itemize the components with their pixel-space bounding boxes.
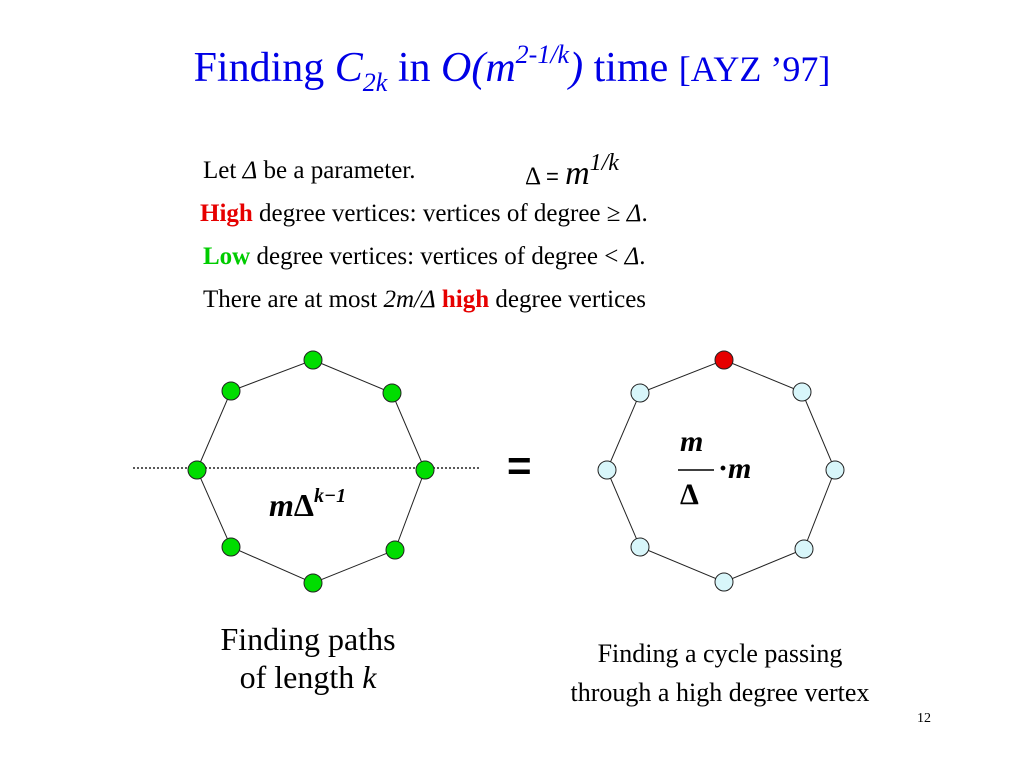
low-text: degree vertices: vertices of degree <	[250, 243, 625, 270]
right-caption-line1: Finding a cycle passing	[597, 639, 843, 668]
title-prefix: Finding	[193, 45, 335, 91]
left-node	[385, 540, 405, 560]
let-prefix: Let	[203, 157, 243, 184]
left-caption: Finding paths of length k	[193, 620, 423, 696]
eq-sign: =	[545, 164, 559, 189]
line-parameter: Let Δ be a parameter.	[203, 157, 416, 185]
title-c: C	[334, 45, 363, 91]
eq-m: m	[565, 155, 590, 192]
title-c-sub: 2k	[362, 68, 388, 97]
right-caption-line2: through a high degree vertex	[570, 678, 870, 707]
right-node	[825, 460, 845, 480]
right-node	[714, 572, 734, 592]
right-node	[792, 382, 812, 402]
let-suffix: be a parameter.	[257, 157, 416, 184]
left-formula: mΔk−1	[269, 485, 346, 524]
delta-equation: Δ = m1/k	[525, 150, 619, 193]
most-prefix: There are at most	[203, 286, 384, 313]
left-formula-delta: Δ	[293, 487, 314, 523]
most-suffix: degree vertices	[489, 286, 647, 313]
left-node	[221, 381, 241, 401]
page-number: 12	[917, 711, 931, 726]
numerator-m: m	[680, 425, 704, 458]
left-formula-exp: k−1	[313, 485, 347, 507]
low-delta: Δ	[624, 243, 640, 270]
right-node	[630, 383, 650, 403]
line-low-degree: Low degree vertices: vertices of degree …	[203, 243, 646, 271]
eq-exp: 1/k	[589, 150, 619, 176]
high-delta: Δ	[626, 200, 642, 227]
left-caption-line1: Finding paths	[220, 621, 396, 657]
left-node	[382, 383, 402, 403]
delta-symbol: Δ	[242, 157, 258, 184]
eq-delta: Δ	[525, 163, 540, 190]
title-in: in	[387, 45, 442, 91]
title-time: time	[583, 45, 679, 91]
title-citation: [AYZ ’97]	[678, 49, 831, 89]
left-node	[303, 573, 323, 593]
high-text: degree vertices: vertices of degree ≥	[252, 200, 627, 227]
line-at-most: There are at most 2m/Δ high degree verti…	[203, 286, 646, 314]
left-formula-m: m	[269, 487, 294, 523]
left-node	[303, 350, 323, 370]
most-high: high	[441, 286, 490, 313]
right-node	[597, 460, 617, 480]
high-degree-node	[714, 350, 734, 370]
low-word: Low	[203, 243, 251, 270]
slide-title: Finding C2k in O(m2-1/k) time [AYZ ’97]	[0, 40, 1024, 98]
low-end: .	[639, 243, 646, 270]
right-formula-denominator: Δ	[680, 478, 699, 511]
equals-sign: =	[507, 442, 532, 489]
most-expr: 2m/Δ	[383, 286, 436, 313]
right-node	[630, 537, 650, 557]
title-o-open: O(m	[441, 45, 516, 91]
product-m: m	[728, 452, 752, 485]
right-caption: Finding a cycle passing through a high d…	[520, 634, 920, 712]
right-node	[794, 539, 814, 559]
left-node	[221, 537, 241, 557]
right-cycle-nodes	[597, 382, 845, 592]
left-caption-var: k	[362, 659, 377, 695]
left-node	[187, 460, 207, 480]
product-dot: ·	[718, 452, 729, 485]
title-exp: 2-1/k	[515, 40, 570, 69]
title-o-close: )	[569, 45, 584, 91]
high-end: .	[641, 200, 648, 227]
left-node	[415, 460, 435, 480]
left-caption-prefix: of length	[239, 659, 363, 695]
left-cycle-nodes	[187, 350, 435, 593]
high-word: High	[200, 200, 253, 227]
right-formula-product: ·m	[718, 452, 751, 486]
left-caption-line2: of length k	[193, 658, 423, 696]
line-high-degree: High degree vertices: vertices of degree…	[200, 200, 648, 228]
right-formula-numerator: m	[680, 425, 703, 459]
